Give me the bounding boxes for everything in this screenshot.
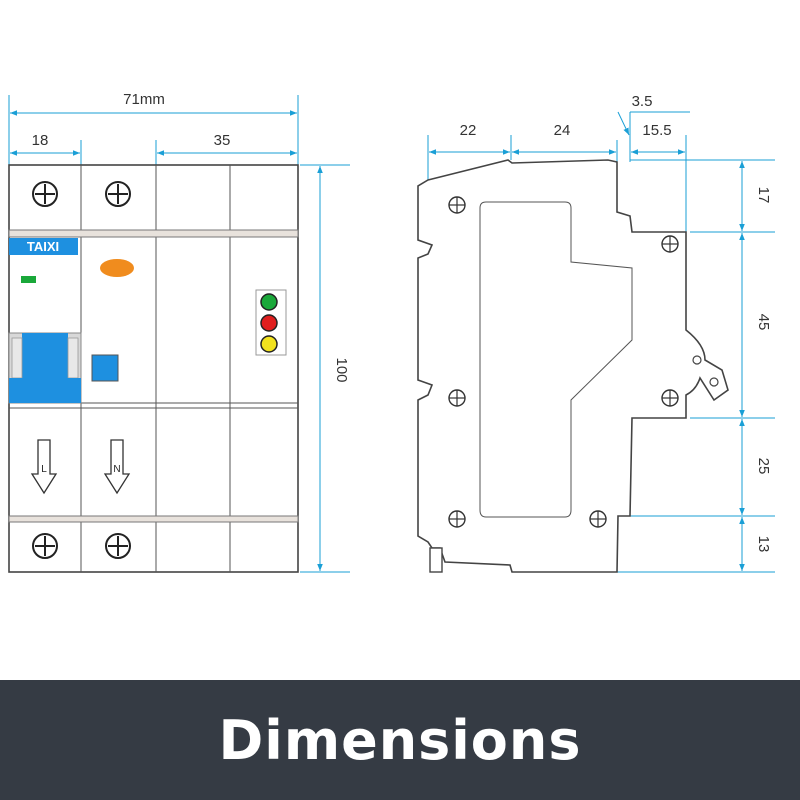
indicator-window (255, 289, 287, 356)
green-led (260, 293, 278, 311)
top-band (8, 229, 299, 238)
front-extension-lines (8, 95, 350, 573)
test-button (91, 354, 119, 382)
terminal-label-n: N (113, 464, 120, 475)
dimension-drawing: 71mm 18 35 100 (8, 91, 775, 573)
dim-height-d: 13 (755, 536, 772, 553)
front-view: 71mm 18 35 100 (8, 91, 350, 573)
side-view: 22 24 3.5 15.5 17 45 25 13 (417, 93, 775, 573)
side-pivot (692, 355, 702, 365)
title-banner: Dimensions (0, 680, 800, 800)
arrow-down-icon (103, 439, 131, 495)
dim-height-a: 17 (755, 187, 772, 204)
screw-icon (448, 389, 466, 407)
screw-icon (105, 181, 131, 207)
banner-title: Dimensions (218, 708, 582, 772)
din-foot (429, 547, 443, 573)
dim-side-d: 15.5 (642, 122, 671, 139)
dim-side-a: 22 (460, 122, 477, 139)
screw-icon (661, 389, 679, 407)
screw-icon (448, 510, 466, 528)
terminal-tab-hole (709, 377, 719, 387)
dim-height: 100 (333, 357, 350, 382)
terminal-label-l: L (41, 464, 47, 475)
dim-right-width: 35 (214, 132, 231, 149)
handle (8, 332, 82, 404)
side-inner-panel (479, 201, 633, 518)
dim-side-c: 3.5 (632, 93, 653, 110)
screw-icon (32, 533, 58, 559)
screw-icon (589, 510, 607, 528)
dim-height-c: 25 (755, 458, 772, 475)
green-indicator (21, 276, 36, 283)
arrow-down-icon (30, 439, 58, 495)
brand-logo: TAIXI (27, 239, 59, 254)
dim-pole-width: 18 (32, 132, 49, 149)
dim-total-width: 71mm (123, 91, 165, 108)
red-led (260, 314, 278, 332)
screw-icon (105, 533, 131, 559)
side-outline (417, 159, 729, 573)
bottom-band (8, 515, 299, 523)
orange-led (100, 259, 134, 277)
dim-line-side-c (617, 111, 630, 136)
screw-icon (661, 235, 679, 253)
dim-height-b: 45 (755, 314, 772, 331)
yellow-led (260, 335, 278, 353)
screw-icon (448, 196, 466, 214)
brand-logo-bg (9, 238, 78, 255)
dim-side-b: 24 (554, 122, 571, 139)
screw-icon (32, 181, 58, 207)
